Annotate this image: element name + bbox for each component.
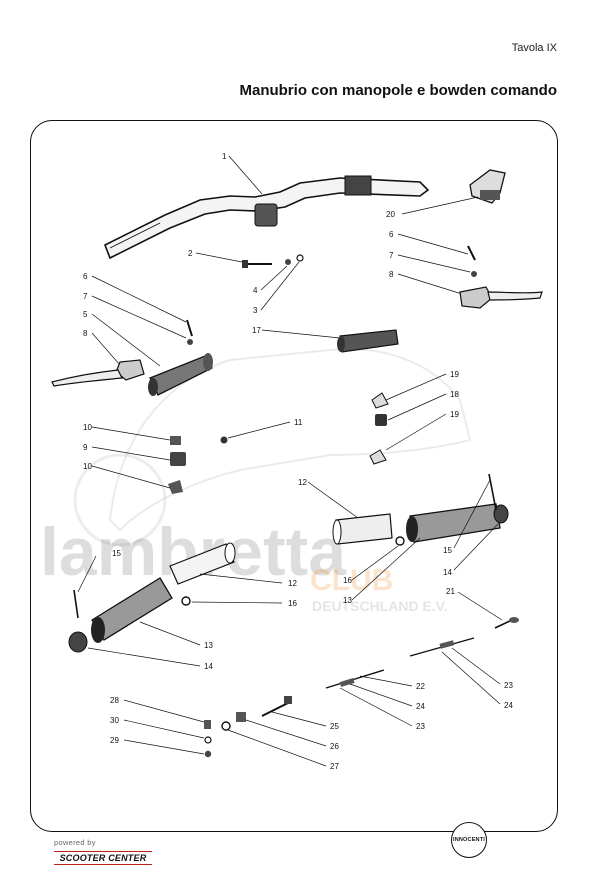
clip-part-19-a — [371, 392, 389, 409]
label-part-1: 1 — [222, 152, 227, 161]
lever-clamp-part-20 — [469, 169, 506, 204]
tube-part-12-b — [169, 542, 236, 585]
label-part-30: 30 — [110, 716, 119, 725]
label-part-18: 18 — [450, 390, 459, 399]
bolt-part-25 — [261, 696, 292, 717]
nut-part-7-left — [187, 339, 193, 345]
label-part-26: 26 — [330, 742, 339, 751]
label-part-24-a: 24 — [416, 702, 425, 711]
label-part-20: 20 — [386, 210, 395, 219]
block-part-10-a — [170, 436, 181, 445]
watermark-club-text: CLUB — [310, 564, 393, 597]
screw-part-15-right — [488, 473, 497, 511]
label-part-10-b: 10 — [83, 462, 92, 471]
label-part-11: 11 — [294, 418, 303, 427]
label-part-13-a: 13 — [204, 641, 213, 650]
label-part-28: 28 — [110, 696, 119, 705]
innocenti-badge: INNOCENTI — [451, 822, 487, 858]
adjuster-part-21 — [494, 617, 519, 629]
grip-part-13-left — [91, 577, 173, 643]
label-part-12-b: 12 — [288, 579, 297, 588]
grip-part-13-right — [406, 503, 501, 543]
lever-part-8-right — [459, 286, 543, 309]
powered-by-text: powered by — [54, 838, 96, 847]
cable-part-22 — [325, 669, 385, 689]
label-part-4: 4 — [253, 286, 258, 295]
label-part-3: 3 — [253, 306, 258, 315]
label-part-6-right: 6 — [389, 230, 394, 239]
label-part-25: 25 — [330, 722, 339, 731]
washer-part-16-left — [181, 596, 191, 606]
label-part-29: 29 — [110, 736, 119, 745]
lever-part-8-left — [51, 359, 145, 387]
label-part-5: 5 — [83, 310, 88, 319]
label-part-16-a: 16 — [288, 599, 297, 608]
scooter-center-logo: SCOOTER CENTER — [54, 851, 152, 865]
label-part-13-b: 13 — [343, 596, 352, 605]
label-part-8-left: 8 — [83, 329, 88, 338]
label-part-8-right: 8 — [389, 270, 394, 279]
nut-part-4 — [285, 259, 291, 265]
label-part-23-a: 23 — [416, 722, 425, 731]
watermark-main: lambretta — [40, 514, 347, 590]
part-27 — [221, 721, 231, 731]
clip-part-19-b — [369, 449, 387, 465]
label-part-12-a: 12 — [298, 478, 307, 487]
label-part-15-b: 15 — [443, 546, 452, 555]
watermark-club: CLUB DEUTSCHLAND E.V. — [310, 564, 448, 614]
label-part-14-b: 14 — [443, 568, 452, 577]
label-part-14-a: 14 — [204, 662, 213, 671]
handlebar-part-1 — [103, 175, 430, 260]
screw-part-6-right — [467, 245, 476, 261]
washer-part-3 — [296, 254, 304, 262]
scooter-ghost — [108, 348, 472, 532]
washer-part-16-right — [395, 536, 405, 546]
screw-part-6-left — [186, 319, 193, 337]
block-part-9 — [170, 452, 186, 466]
block-part-18 — [375, 414, 387, 426]
label-part-7-right: 7 — [389, 251, 394, 260]
label-part-6-left: 6 — [83, 272, 88, 281]
bolt-part-2 — [242, 260, 272, 268]
label-part-19-b: 19 — [450, 410, 459, 419]
scooter-wheel-ghost — [73, 453, 167, 547]
tube-part-12-a — [332, 513, 393, 545]
page-title: Manubrio con manopole e bowden comando — [239, 82, 557, 99]
label-part-7-left: 7 — [83, 292, 88, 301]
nut-part-29 — [204, 750, 212, 758]
watermark-sub-text: DEUTSCHLAND E.V. — [312, 598, 448, 614]
washer-part-30 — [204, 736, 212, 744]
diagram-frame — [30, 120, 558, 832]
part-26 — [236, 712, 246, 722]
cable-part-23 — [409, 637, 475, 657]
label-part-17: 17 — [252, 326, 261, 335]
part-28 — [204, 720, 211, 729]
screw-part-11 — [220, 436, 228, 444]
label-part-9: 9 — [83, 443, 88, 452]
label-part-15-a: 15 — [112, 549, 121, 558]
switch-housing-part-5 — [148, 353, 213, 396]
block-part-10-b — [168, 480, 183, 494]
label-part-24-b: 24 — [504, 701, 513, 710]
watermark: lambretta — [40, 514, 347, 590]
throttle-tube-part-17 — [337, 329, 399, 353]
endcap-part-14-right — [493, 504, 509, 524]
label-part-16-b: 16 — [343, 576, 352, 585]
nut-part-7-right — [471, 271, 477, 277]
label-part-21: 21 — [446, 587, 455, 596]
label-part-22: 22 — [416, 682, 425, 691]
endcap-part-14-left — [68, 631, 88, 653]
label-part-27: 27 — [330, 762, 339, 771]
plate-number: Tavola IX — [511, 42, 557, 54]
label-part-10-a: 10 — [83, 423, 92, 432]
screw-part-15-left — [73, 589, 79, 619]
label-part-19-a: 19 — [450, 370, 459, 379]
label-part-2: 2 — [188, 249, 193, 258]
label-part-23-b: 23 — [504, 681, 513, 690]
